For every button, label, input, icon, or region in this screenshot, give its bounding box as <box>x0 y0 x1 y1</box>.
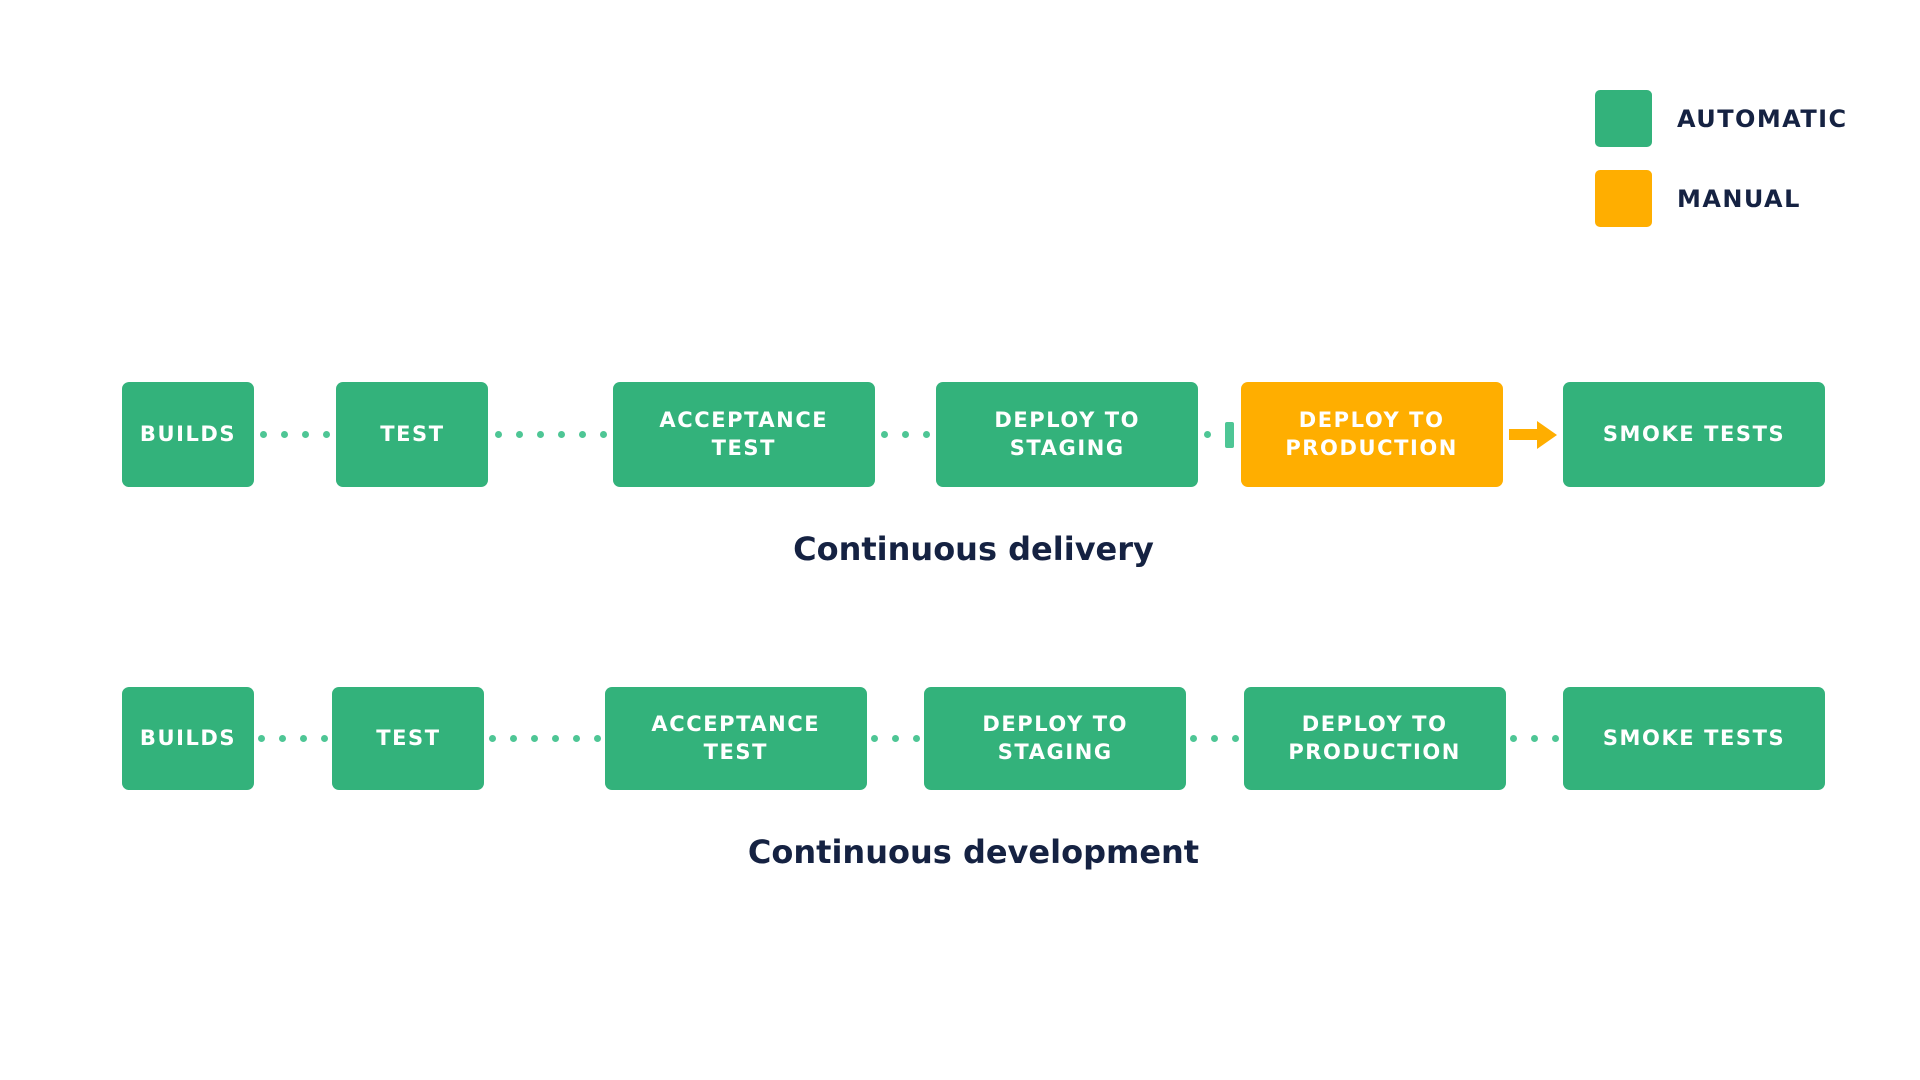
legend-label-manual: MANUAL <box>1677 184 1801 213</box>
dot <box>1530 735 1538 742</box>
connector-continuous-development-5 <box>1506 687 1563 790</box>
stage-builds[interactable]: BUILDS <box>122 382 254 487</box>
dotted-line <box>254 431 336 438</box>
dotted-line <box>484 735 604 742</box>
connector-continuous-delivery-2 <box>488 382 612 487</box>
dot <box>1211 735 1219 742</box>
connector-continuous-delivery-3 <box>875 382 936 487</box>
connector-continuous-delivery-5 <box>1503 382 1563 487</box>
connector-continuous-delivery-4 <box>1198 382 1240 487</box>
dot <box>1232 735 1240 742</box>
stage-smoke-tests[interactable]: SMOKE TESTS <box>1563 687 1826 790</box>
dot <box>281 431 289 438</box>
legend-item-manual: MANUAL <box>1595 170 1848 227</box>
stage-deploy-to-production[interactable]: DEPLOY TO PRODUCTION <box>1240 382 1503 487</box>
dot <box>279 735 287 742</box>
dot <box>572 735 580 742</box>
caption-continuous-delivery: Continuous delivery <box>793 530 1154 568</box>
dot <box>302 431 310 438</box>
arrow-shaft <box>1508 429 1537 440</box>
dot <box>551 735 559 742</box>
dot <box>321 735 329 742</box>
dot <box>509 735 517 742</box>
dot <box>902 431 910 438</box>
dot <box>323 431 331 438</box>
dotted-line-clipped-segment <box>1225 421 1235 448</box>
dotted-line <box>1186 735 1243 742</box>
dotted-line <box>875 431 936 438</box>
dotted-line <box>1198 421 1240 448</box>
arrow-head <box>1536 420 1557 449</box>
dot <box>258 735 266 742</box>
stage-deploy-to-staging[interactable]: DEPLOY TO STAGING <box>924 687 1187 790</box>
dot <box>260 431 268 438</box>
dot <box>923 431 931 438</box>
manual-swatch <box>1595 170 1652 227</box>
dot <box>488 735 496 742</box>
automatic-swatch <box>1595 90 1652 147</box>
dot <box>913 735 921 742</box>
connector-continuous-delivery-1 <box>254 382 336 487</box>
dot <box>1190 735 1198 742</box>
dot <box>881 431 889 438</box>
pipeline-continuous-development: BUILDS TEST ACCEPTANCE TEST DEPLOY TO STAGI… <box>122 687 1826 790</box>
dot <box>536 431 544 438</box>
dot <box>593 735 601 742</box>
dot <box>494 431 502 438</box>
dotted-line <box>488 431 612 438</box>
dot <box>1509 735 1517 742</box>
stage-deploy-to-production[interactable]: DEPLOY TO PRODUCTION <box>1243 687 1506 790</box>
stage-acceptance-test[interactable]: ACCEPTANCE TEST <box>612 382 875 487</box>
stage-smoke-tests[interactable]: SMOKE TESTS <box>1563 382 1826 487</box>
connector-continuous-development-3 <box>867 687 924 790</box>
legend-item-automatic: AUTOMATIC <box>1595 90 1848 147</box>
stage-test[interactable]: TEST <box>332 687 485 790</box>
pipeline-continuous-delivery: BUILDS TEST ACCEPTANCE TEST DEPLOY TO STAGI… <box>122 382 1826 487</box>
arrow-icon <box>1503 420 1563 449</box>
legend: AUTOMATIC MANUAL <box>1595 90 1848 250</box>
connector-continuous-development-1 <box>254 687 332 790</box>
dot <box>892 735 900 742</box>
caption-continuous-development: Continuous development <box>747 833 1200 871</box>
stage-acceptance-test[interactable]: ACCEPTANCE TEST <box>604 687 867 790</box>
dot <box>1204 431 1212 438</box>
dotted-line <box>867 735 924 742</box>
stage-builds[interactable]: BUILDS <box>122 687 254 790</box>
dot <box>1551 735 1559 742</box>
connector-continuous-development-4 <box>1186 687 1243 790</box>
dot <box>871 735 879 742</box>
dotted-line <box>1506 735 1563 742</box>
dot <box>557 431 565 438</box>
stage-deploy-to-staging[interactable]: DEPLOY TO STAGING <box>936 382 1199 487</box>
dot <box>599 431 607 438</box>
dotted-line <box>254 735 332 742</box>
dot <box>578 431 586 438</box>
dot <box>300 735 308 742</box>
legend-label-automatic: AUTOMATIC <box>1677 104 1848 133</box>
stage-test[interactable]: TEST <box>336 382 489 487</box>
dot <box>515 431 523 438</box>
dot <box>530 735 538 742</box>
connector-continuous-development-2 <box>484 687 604 790</box>
